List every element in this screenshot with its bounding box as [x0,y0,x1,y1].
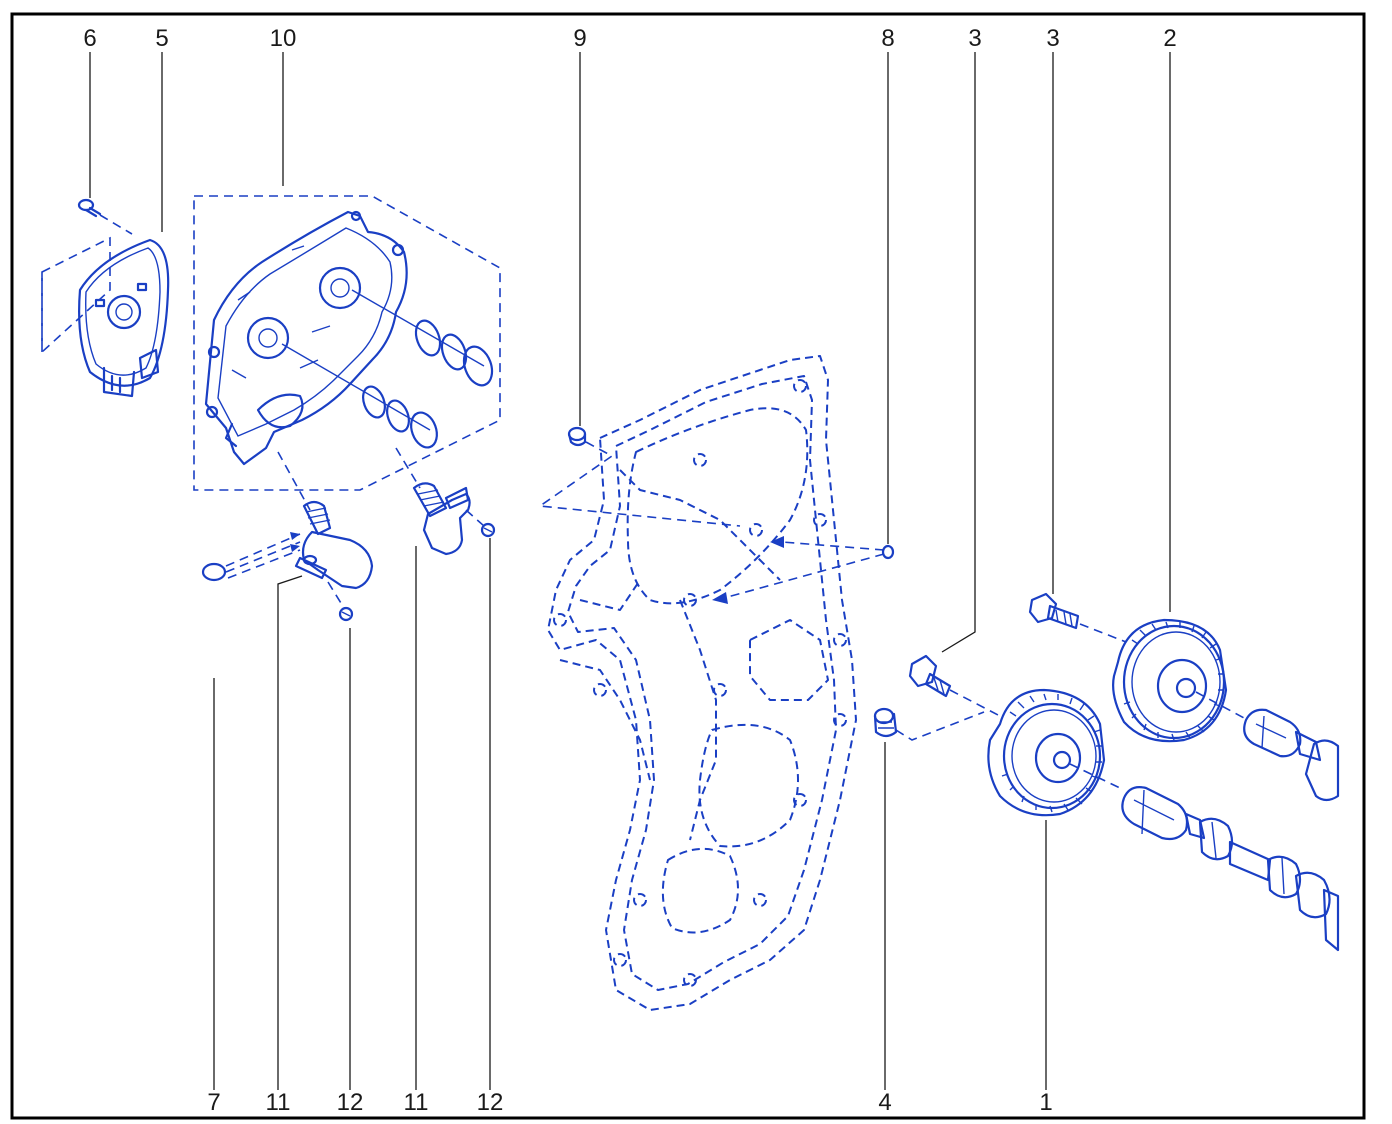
solenoid-valve-part-11-right [412,482,471,556]
callout-11-right: 11 [404,1089,429,1116]
callout-5: 5 [155,25,168,52]
callout-12-left: 12 [337,1089,364,1116]
timing-cover-outline [547,355,885,1011]
vvt-housing-part-10 [193,195,501,511]
callout-8: 8 [881,25,894,52]
callout-2: 2 [1163,25,1176,52]
diagram-frame [10,12,1366,1120]
callout-9: 9 [573,25,586,52]
leader-11-left [277,575,303,1090]
screw-part-6 [77,198,133,235]
camshaft-lower [1121,786,1340,952]
callout-4: 4 [878,1089,891,1116]
solenoid-valve-part-11-left [225,500,374,590]
callout-1: 1 [1039,1089,1052,1116]
screw-part-12-right [465,509,496,538]
leader-lines [89,52,1171,1090]
callout-11-left: 11 [266,1089,291,1116]
callout-7: 7 [207,1089,220,1116]
cap-part-9 [537,426,741,527]
callout-12-right: 12 [477,1089,504,1116]
callout-3-right: 3 [1046,25,1059,52]
camshaft-upper [1243,708,1340,802]
screw-part-12-left [327,581,354,622]
cover-plate-part-5 [41,236,170,398]
plug-part-4 [873,707,985,741]
callout-10: 10 [270,25,297,52]
o-ring-part-7 [201,562,227,582]
cam-sprocket-part-2 [1112,618,1245,743]
leader-3-left [941,52,976,653]
callout-3-left: 3 [968,25,981,52]
dowel-part-8 [881,544,895,560]
bolt-part-3-left [908,654,1001,717]
cam-sprocket-part-1 [987,688,1121,817]
callout-6: 6 [83,25,96,52]
bolt-part-3-right [1028,592,1127,643]
